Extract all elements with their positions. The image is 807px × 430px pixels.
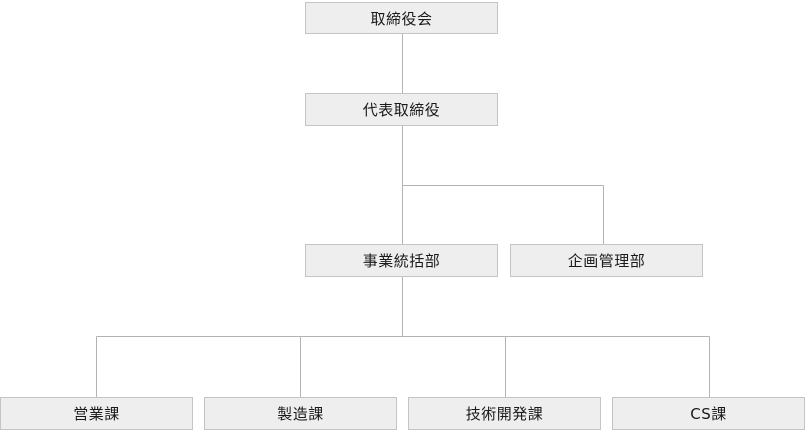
node-label: 企画管理部: [567, 252, 646, 270]
node-representative-director: 代表取締役: [305, 93, 498, 126]
node-label: 取締役会: [370, 9, 433, 28]
node-manufacturing-section: 製造課: [204, 397, 397, 430]
node-label: 製造課: [277, 405, 324, 423]
node-label: 営業課: [73, 405, 120, 423]
node-business-division: 事業統括部: [305, 244, 498, 277]
node-board-of-directors: 取締役会: [305, 2, 498, 34]
node-tech-dev-section: 技術開発課: [408, 397, 601, 430]
node-label: 事業統括部: [362, 252, 441, 270]
node-planning-division: 企画管理部: [510, 244, 703, 277]
node-label: 技術開発課: [465, 405, 544, 423]
node-sales-section: 営業課: [0, 397, 193, 430]
node-label: CS課: [690, 405, 727, 423]
node-label: 代表取締役: [362, 101, 441, 119]
node-cs-section: CS課: [612, 397, 805, 430]
